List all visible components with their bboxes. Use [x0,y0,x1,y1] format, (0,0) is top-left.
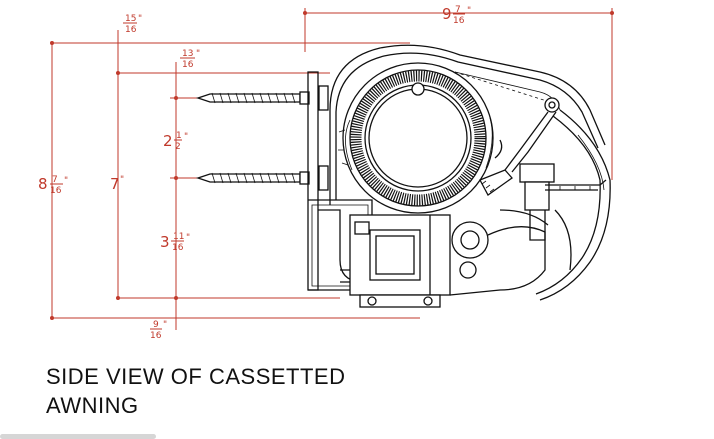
svg-text:7: 7 [110,175,120,193]
gearbox [340,209,549,308]
svg-text:16: 16 [453,16,465,26]
dim-label-top-width: 9 7 16 " [442,5,471,26]
svg-text:2: 2 [163,132,173,150]
dim-label-offset-b: 13 16 " [180,49,200,70]
svg-text:16: 16 [50,186,62,196]
svg-text:": " [467,6,471,16]
svg-text:3: 3 [160,233,170,251]
svg-text:": " [64,176,68,186]
caption-line-1: SIDE VIEW OF CASSETTED [46,364,346,389]
diagram-caption: SIDE VIEW OF CASSETTED AWNING [46,362,345,420]
svg-text:2: 2 [175,142,181,152]
dim-label-bolt-gap: 2 1 2 " [163,131,188,152]
cassette-housing [329,44,611,301]
dim-label-overall-height: 8 7 16 " [38,175,68,196]
svg-text:": " [186,233,190,243]
svg-text:7: 7 [52,175,58,185]
svg-text:": " [196,49,200,59]
dim-label-bottom-offset: 9 16 " [150,320,167,341]
dimension-labels: 9 7 16 " 15 16 " 13 16 " 8 7 16 " [38,5,471,341]
svg-text:9: 9 [442,5,452,23]
dim-label-offset-a: 15 16 " [123,14,142,35]
awning-arm [479,97,560,196]
fabric-roller [338,62,494,214]
svg-text:7: 7 [455,5,461,15]
svg-text:11: 11 [173,232,184,242]
svg-text:16: 16 [150,331,162,341]
lag-bolt-upper [195,85,329,111]
front-bar-assembly [519,163,607,271]
dim-label-bracket-height: 7 " [110,175,124,193]
svg-text:": " [163,320,167,330]
svg-text:": " [120,175,124,185]
svg-text:9: 9 [153,320,159,330]
dimension-lines [50,8,614,330]
svg-text:8: 8 [38,175,48,193]
cassette-awning-diagram: 9 7 16 " 15 16 " 13 16 " 8 7 16 " [38,5,614,341]
horizontal-scrollbar[interactable] [0,434,156,439]
svg-text:": " [138,14,142,24]
svg-text:13: 13 [182,49,193,59]
caption-line-2: AWNING [46,393,139,418]
svg-text:": " [184,132,188,142]
svg-text:16: 16 [125,25,137,35]
svg-text:1: 1 [176,131,182,141]
dim-label-lower-gap: 3 11 16 " [160,232,190,253]
svg-text:15: 15 [125,14,136,24]
svg-text:16: 16 [172,243,184,253]
svg-text:16: 16 [182,60,194,70]
lag-bolt-lower [195,165,329,191]
